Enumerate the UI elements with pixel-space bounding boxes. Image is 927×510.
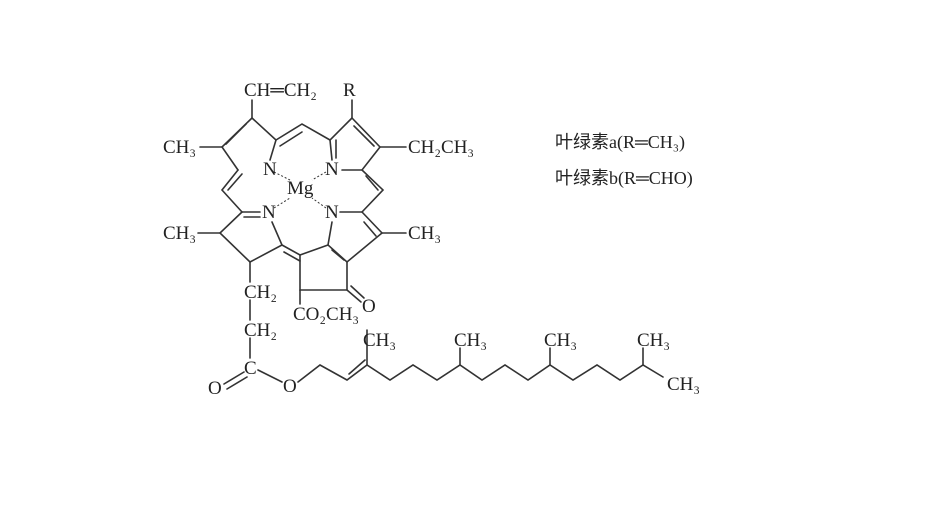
carbonyl-oxygen-label: O (208, 378, 222, 399)
ester-oxygen-label: O (283, 376, 297, 397)
nitrogen-label: N (325, 202, 339, 223)
legend: 叶绿素a(R═CH₃) 叶绿素b(R═CHO) (555, 132, 693, 189)
magnesium-label: Mg (287, 178, 314, 199)
legend-chlorophyll-a: 叶绿素a(R═CH₃) (555, 132, 685, 153)
phytyl-methyl-label: CH₃ (363, 330, 396, 351)
vinyl-label: CH═CH₂ (244, 80, 317, 101)
ester-carbon-label: C (244, 358, 257, 379)
methyl-mid-right-label: CH₃ (408, 223, 441, 244)
r-group-label: R (343, 80, 356, 101)
ester-methyl-label: CO₂CH₃ (293, 304, 359, 325)
phytyl-methyl-label: CH₃ (637, 330, 670, 351)
methyl-mid-left-label: CH₃ (163, 223, 196, 244)
nitrogen-label: N (325, 159, 339, 180)
methylene-label: CH₂ (244, 320, 277, 341)
ethyl-label: CH₂CH₃ (408, 137, 474, 158)
nitrogen-label: N (263, 159, 277, 180)
phytyl-methyl-label: CH₃ (454, 330, 487, 351)
atom-labels: CH═CH₂ R CH₃ CH₂CH₃ N N Mg N N CH₃ CH₃ C… (163, 80, 700, 399)
legend-chlorophyll-b: 叶绿素b(R═CHO) (555, 168, 693, 189)
phytyl-methyl-end-label: CH₃ (667, 374, 700, 395)
phytyl-methyl-label: CH₃ (544, 330, 577, 351)
methyl-top-left-label: CH₃ (163, 137, 196, 158)
nitrogen-label: N (262, 202, 276, 223)
ketone-oxygen-label: O (362, 296, 376, 317)
bonds (197, 99, 664, 390)
methylene-label: CH₂ (244, 282, 277, 303)
